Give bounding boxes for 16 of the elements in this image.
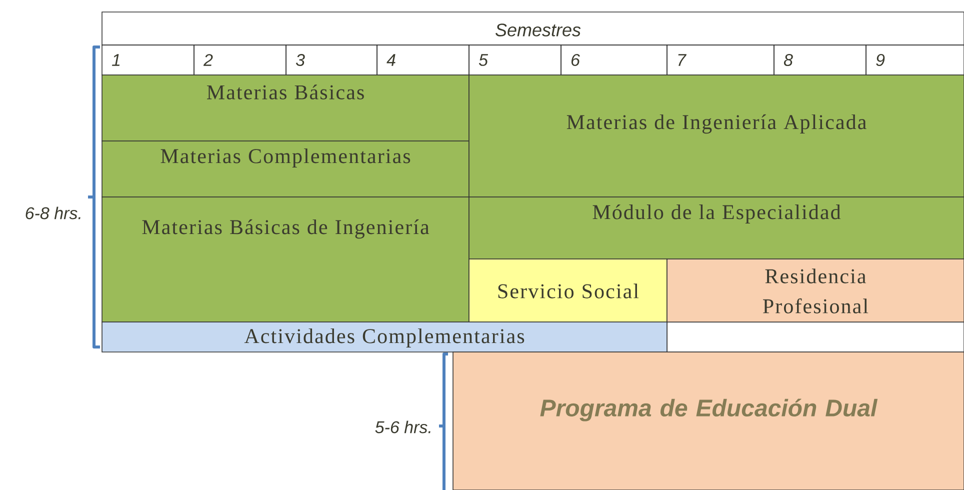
subject-cell: Materias Complementarias	[102, 140, 470, 198]
table-cell: 8	[774, 44, 866, 76]
table-cell: 7	[666, 44, 774, 76]
subject-cell: Servicio Social	[468, 258, 668, 322]
subject-cell: Residencia Profesional	[666, 258, 964, 322]
hours-label: 5-6 hrs.	[375, 420, 430, 434]
table-cell: 6	[560, 44, 668, 76]
program-box: Programa de Educación Dual	[452, 352, 964, 490]
node-label: Materias de Ingeniería Aplicada	[566, 114, 866, 134]
subject-cell: Módulo de la Especialidad	[468, 196, 964, 260]
table-header-cell: Semestres	[102, 12, 964, 46]
hours-label: 6-8 hrs.	[26, 206, 80, 220]
table-cell: 9	[866, 44, 964, 76]
subject-cell: Materias Básicas	[102, 74, 470, 142]
subject-cell: Actividades Complementarias	[102, 322, 668, 352]
table-cell: 5	[468, 44, 562, 76]
